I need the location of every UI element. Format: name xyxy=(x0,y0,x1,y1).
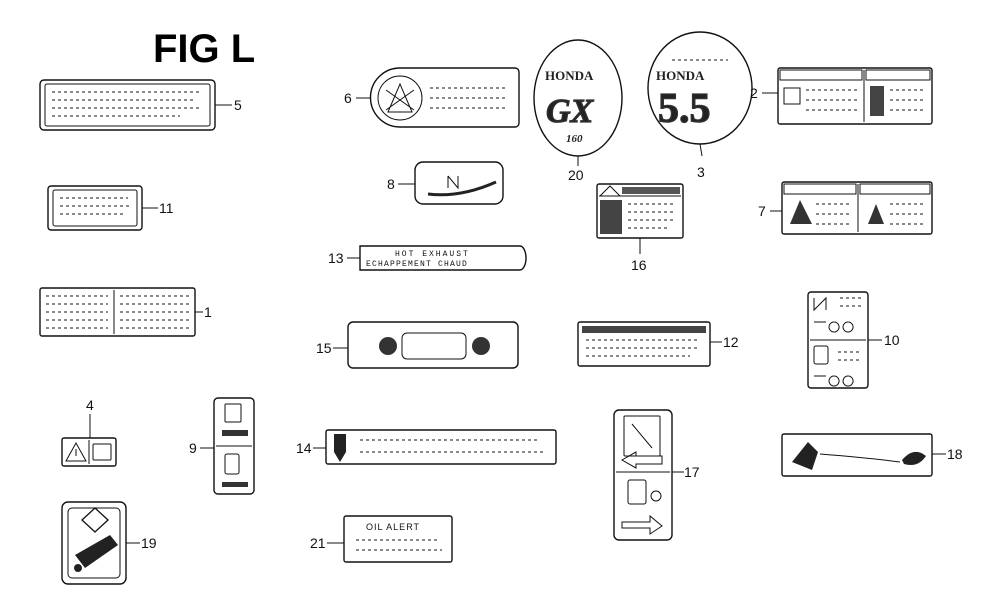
callout-10: 10 xyxy=(884,332,900,348)
part-21-label[interactable]: OIL ALERT xyxy=(343,515,453,563)
model-sub-text: 160 xyxy=(566,133,583,145)
callout-18: 18 xyxy=(947,446,963,462)
part-8-label[interactable] xyxy=(414,161,504,205)
callout-21: 21 xyxy=(310,535,326,551)
callout-11: 11 xyxy=(159,200,174,216)
part-20-emblem[interactable]: HONDA GX 160 xyxy=(533,39,623,157)
model-gx-text: GX xyxy=(546,93,595,130)
part-4-label[interactable] xyxy=(61,437,117,467)
part-10-label[interactable] xyxy=(807,291,869,389)
part-11-label[interactable] xyxy=(47,185,143,231)
part-2-label[interactable] xyxy=(777,67,933,125)
callout-13: 13 xyxy=(328,250,344,266)
part-13-label[interactable]: HOT EXHAUST ECHAPPEMENT CHAUD xyxy=(359,245,527,271)
callout-20: 20 xyxy=(568,167,584,183)
callout-19: 19 xyxy=(141,535,157,551)
part-16-label[interactable] xyxy=(596,183,684,239)
callout-5: 5 xyxy=(234,97,242,113)
callout-1: 1 xyxy=(204,304,212,320)
part-15-label[interactable] xyxy=(347,321,519,369)
part-9-label[interactable] xyxy=(213,397,255,495)
part-14-label[interactable] xyxy=(325,429,557,465)
exhaust-text-2: ECHAPPEMENT CHAUD xyxy=(366,260,468,269)
callout-12: 12 xyxy=(723,334,739,350)
exhaust-text-1: HOT EXHAUST xyxy=(395,250,470,259)
callout-4: 4 xyxy=(86,397,94,413)
brand-text-3: HONDA xyxy=(656,68,705,83)
part-3-emblem[interactable]: HONDA 5.5 xyxy=(647,31,753,145)
part-12-label[interactable] xyxy=(577,321,711,367)
callout-3: 3 xyxy=(697,164,705,180)
part-18-label[interactable] xyxy=(781,433,933,477)
model-55-text: 5.5 xyxy=(658,86,711,132)
brand-text-20: HONDA xyxy=(545,68,594,83)
callout-7: 7 xyxy=(758,203,766,219)
part-5-label[interactable] xyxy=(39,79,216,131)
callout-14: 14 xyxy=(296,440,312,456)
callout-8: 8 xyxy=(387,176,395,192)
part-6-label[interactable] xyxy=(369,67,520,128)
callout-9: 9 xyxy=(189,440,197,456)
callout-17: 17 xyxy=(684,464,700,480)
callout-16: 16 xyxy=(631,257,647,273)
part-7-label[interactable] xyxy=(781,181,933,235)
figure-title: FIG L xyxy=(153,27,255,71)
oil-alert-text: OIL ALERT xyxy=(366,522,420,532)
callout-15: 15 xyxy=(316,340,332,356)
callout-6: 6 xyxy=(344,90,352,106)
part-1-label[interactable] xyxy=(39,287,196,337)
part-19-label[interactable] xyxy=(61,501,127,585)
callout-2: 2 xyxy=(750,85,758,101)
part-17-label[interactable] xyxy=(613,409,673,541)
